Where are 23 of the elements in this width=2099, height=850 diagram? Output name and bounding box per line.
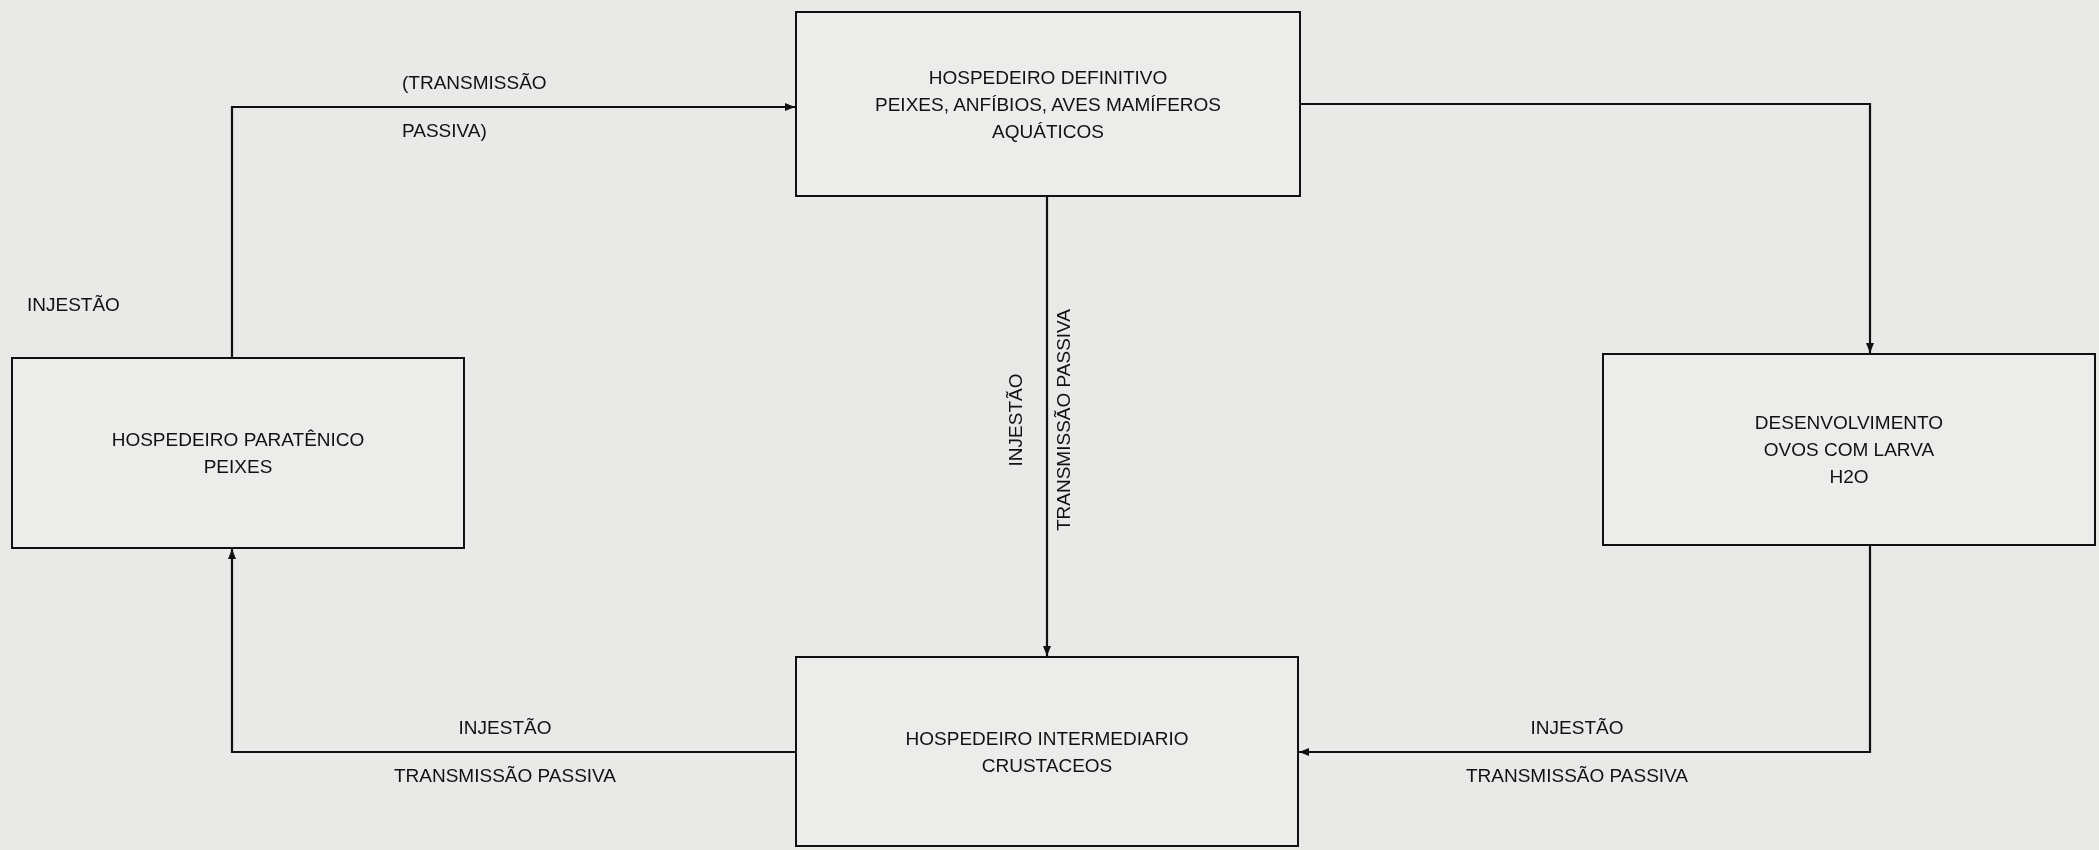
node-text: HOSPEDEIRO PARATÊNICO xyxy=(111,428,365,452)
arrow xyxy=(230,103,795,357)
node-text: PEIXES, ANFÍBIOS, AVES MAMÍFEROS AQUÁTICOS xyxy=(874,92,1222,144)
edge-label: (TRANSMISSÃO PASSIVA) xyxy=(402,72,547,142)
arrow xyxy=(228,549,795,754)
edge-label: INJESTÃO TRANSMISSÃO PASSIVA xyxy=(1465,717,1689,787)
host-box xyxy=(11,357,465,549)
note-text: INJESTÃO xyxy=(27,294,120,316)
host-box xyxy=(1602,353,2096,546)
node-text: OVOS COM LARVA xyxy=(1763,438,1935,462)
arrow xyxy=(1043,197,1051,656)
node-text: PEIXES xyxy=(203,455,273,479)
edge-label: INJESTÃO TRANSMISSÃO PASSIVA xyxy=(1005,308,1075,532)
node-text: HOSPEDEIRO DEFINITIVO xyxy=(928,65,1168,90)
host-box xyxy=(795,656,1299,847)
node-text: DESENVOLVIMENTO xyxy=(1754,411,1944,435)
edge-label: INJESTÃO TRANSMISSÃO PASSIVA xyxy=(393,717,617,787)
node-text: CRUSTACEOS xyxy=(981,753,1113,778)
arrow xyxy=(1299,546,1872,756)
arrow xyxy=(1301,102,1874,353)
host-box xyxy=(795,11,1301,197)
node-text: HOSPEDEIRO INTERMEDIARIO xyxy=(905,726,1189,751)
node-text: H2O xyxy=(1829,465,1869,489)
